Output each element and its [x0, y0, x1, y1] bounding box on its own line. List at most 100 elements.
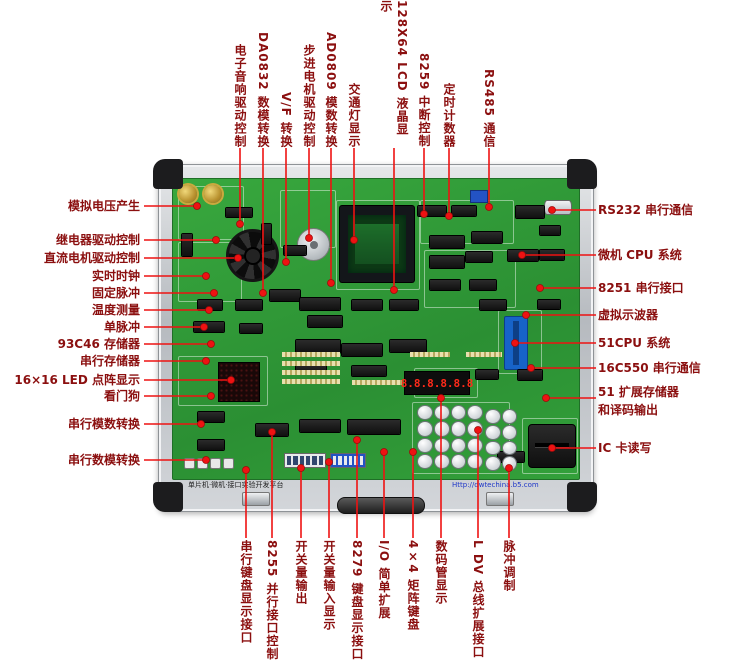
- ic-chip: [270, 290, 300, 301]
- key-button: [418, 454, 432, 468]
- pin-header: [282, 379, 340, 384]
- case-corner: [153, 159, 183, 189]
- callout-label: 开关量输出: [291, 540, 311, 668]
- ic-chip: [262, 224, 271, 244]
- dip-switch-block: [330, 453, 366, 468]
- key-button: [434, 422, 449, 436]
- callout-label: 开关量输入显示: [319, 540, 339, 668]
- key-button: [502, 441, 516, 455]
- callout-label: 8279 键盘显示接口: [347, 540, 367, 668]
- callout-label: 微机 CPU 系统: [598, 248, 682, 262]
- bnc-connector: [204, 185, 222, 203]
- ic-chip: [472, 232, 502, 243]
- callout-label: 4×4 矩阵键盘: [403, 540, 423, 668]
- ic-chip: [296, 364, 326, 374]
- callout-label-text: 8259 中断控制: [417, 53, 431, 148]
- ic-chip: [348, 420, 400, 434]
- ic-chip: [518, 370, 542, 380]
- case-latch: [486, 492, 514, 506]
- silkscreen-zone: [424, 250, 516, 308]
- callout-label: 实时时钟: [91, 269, 140, 283]
- callout-label-text: 交通灯显示: [347, 83, 361, 148]
- push-button: [197, 458, 208, 469]
- key-button: [451, 406, 466, 420]
- usb-connector: [470, 190, 488, 203]
- callout-label: 8255 并行接口控制: [262, 540, 282, 668]
- seven-segment-display: 8.8.8.8.8.8: [401, 371, 473, 395]
- dip-switch: [293, 456, 298, 465]
- ic-chip: [430, 236, 464, 248]
- dip-switch: [343, 456, 347, 465]
- key-button: [486, 441, 500, 455]
- ic-chip: [226, 208, 252, 217]
- ic-chip: [498, 452, 524, 462]
- callout-label-text: I/O 简单扩展: [377, 540, 391, 620]
- ic-card-reader: [528, 424, 576, 468]
- callout-label: 步进电机驱动控制: [299, 0, 319, 148]
- led-dot-matrix: [218, 362, 260, 402]
- function-keypad: [486, 410, 516, 470]
- key-button: [486, 457, 500, 470]
- ic-chip: [300, 420, 340, 432]
- callout-label: L DV 总线扩展接口: [468, 540, 488, 668]
- ic-chip: [540, 226, 560, 235]
- key-button: [486, 425, 500, 439]
- key-button: [468, 406, 482, 420]
- ic-chip: [284, 246, 306, 255]
- ic-chip: [470, 280, 496, 290]
- ic-chip: [466, 252, 492, 262]
- bnc-connector: [179, 185, 197, 203]
- callout-label: 电子音响驱动控制: [230, 0, 250, 148]
- ic-chip: [418, 206, 446, 216]
- callout-label: DA0832 数模转换: [253, 0, 273, 148]
- push-button: [184, 458, 195, 469]
- callout-label: 脉冲调制: [499, 540, 519, 668]
- dip-switch: [359, 456, 363, 465]
- key-button: [434, 454, 449, 468]
- callout-label-text: 电子音响驱动控制: [233, 44, 247, 148]
- ic-chip: [256, 424, 288, 436]
- dip-switch: [338, 456, 342, 465]
- callout-label: 128X64 LCD 液晶显示: [379, 0, 409, 148]
- pin-header: [352, 380, 402, 385]
- db9-serial-connector: [544, 200, 572, 215]
- key-button: [418, 438, 432, 452]
- callout-label-text: 8279 键盘显示接口: [350, 540, 364, 661]
- ic-chip: [352, 366, 386, 376]
- ic-chip: [476, 370, 498, 379]
- callout-label-text: 8255 并行接口控制: [265, 540, 279, 661]
- pin-header: [282, 361, 340, 366]
- case-corner: [153, 482, 183, 512]
- callout-label-text: V/F 转换: [279, 91, 293, 148]
- callout-label: RS232 串行通信: [598, 203, 694, 217]
- callout-label: 16×16 LED 点阵显示: [14, 373, 140, 387]
- callout-label: 93C46 存储器: [57, 337, 140, 351]
- callout-label: 串行键盘显示接口: [236, 540, 256, 668]
- ic-chip: [390, 340, 426, 352]
- ic-chip: [540, 250, 564, 260]
- key-button: [468, 422, 482, 436]
- ic-chip: [430, 256, 464, 268]
- callout-label: 串行模数转换: [67, 417, 140, 431]
- pin-header: [466, 352, 502, 357]
- callout-label: RS485 通信: [479, 0, 499, 148]
- key-button: [502, 457, 516, 470]
- ic-chip: [508, 250, 538, 261]
- key-button: [468, 454, 482, 468]
- ic-chip: [240, 324, 262, 333]
- ic-chip: [452, 206, 476, 216]
- key-button: [418, 422, 432, 436]
- case-handle: [337, 497, 425, 514]
- stepper-motor: [297, 228, 330, 261]
- callout-label-text: 数码管显示: [434, 540, 448, 605]
- pin-header: [410, 352, 450, 357]
- dip-switch: [354, 456, 358, 465]
- dip-switch: [305, 456, 311, 465]
- dip-switch: [287, 456, 292, 465]
- key-button: [434, 406, 449, 420]
- callout-label: 单脉冲: [103, 320, 140, 334]
- callout-label-text: DA0832 数模转换: [256, 32, 270, 148]
- ic-chip: [194, 322, 224, 332]
- ic-chip: [480, 300, 506, 310]
